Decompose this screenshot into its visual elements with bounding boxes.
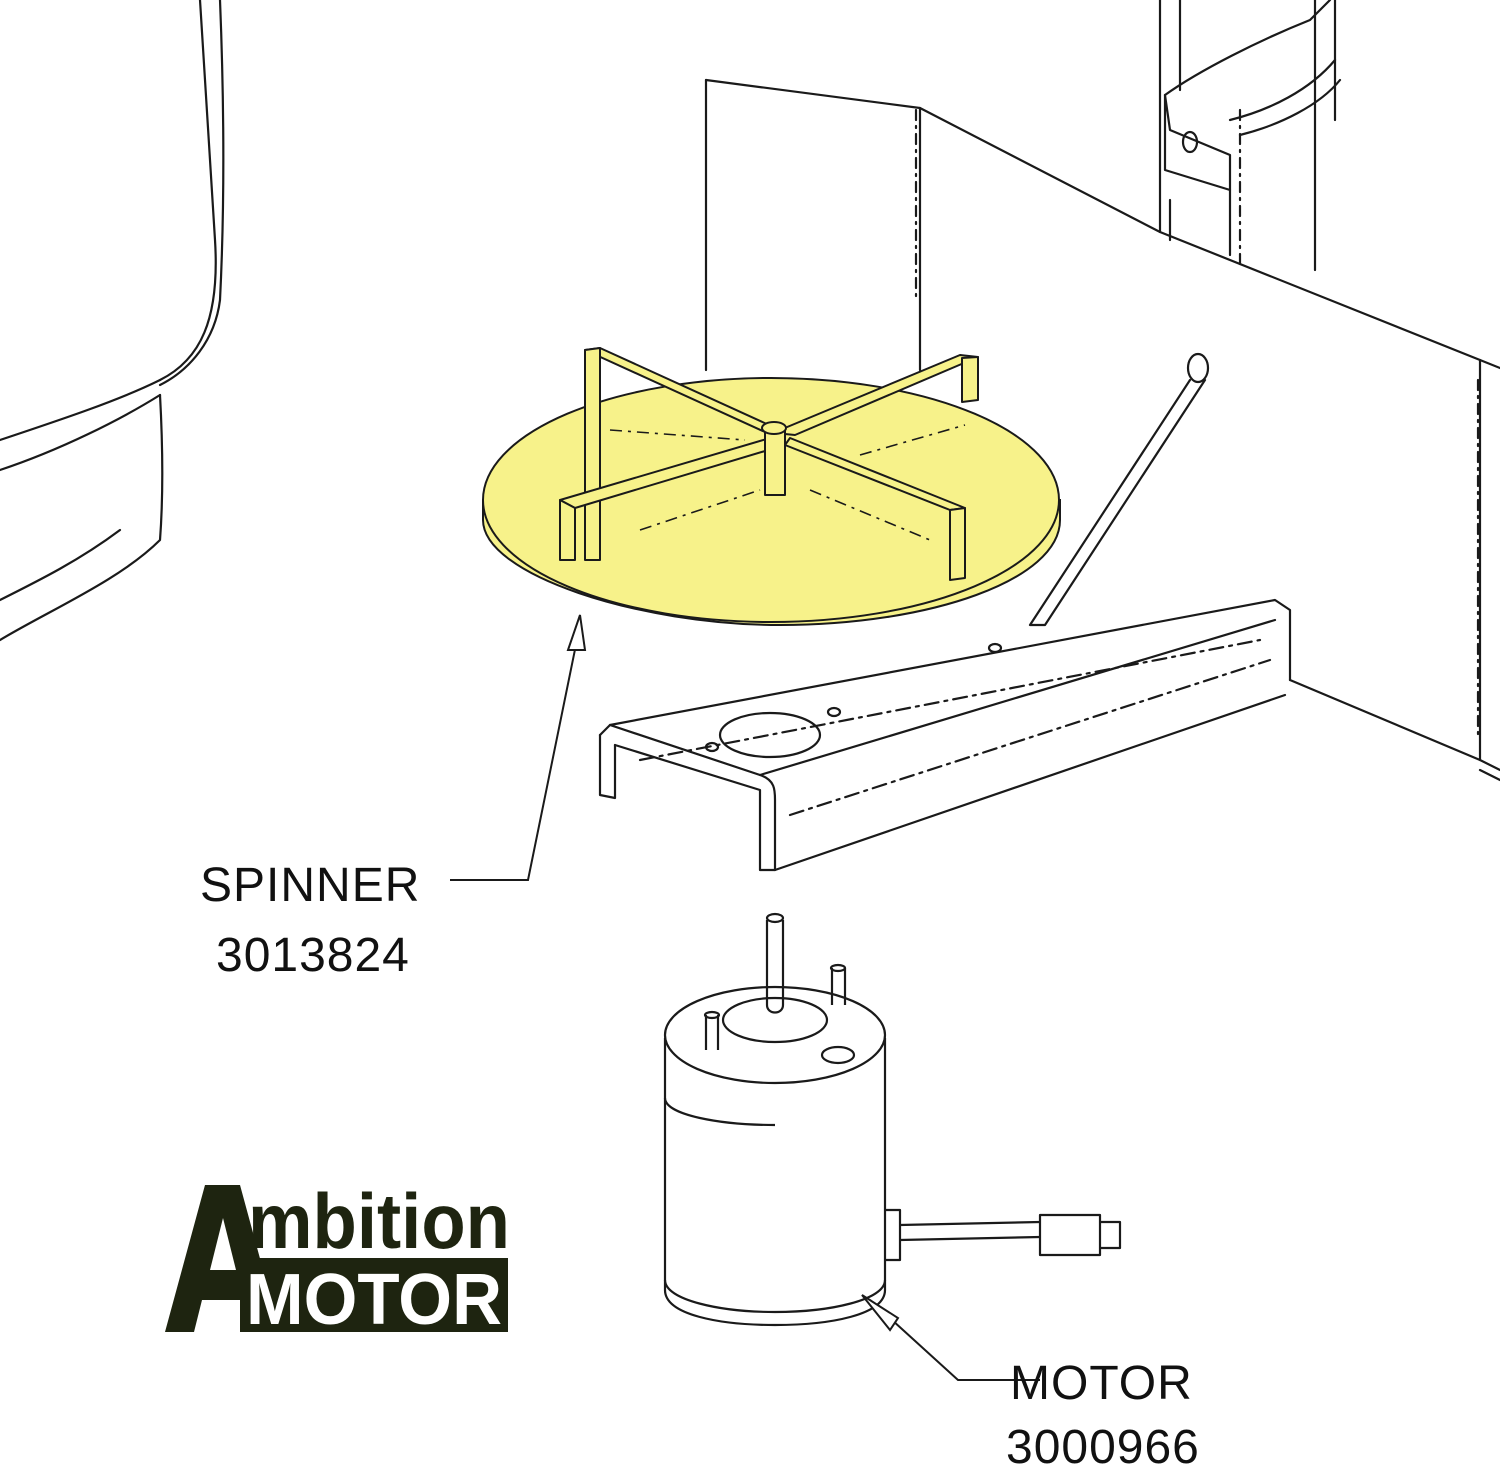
motor-part-number: 3000966	[1006, 1421, 1200, 1474]
spinner-label: SPINNER	[200, 859, 421, 912]
ambition-motor-logo: mbition MOTOR	[165, 1177, 510, 1340]
callout-leaders	[450, 614, 1040, 1381]
back-wall-panel	[704, 0, 1500, 782]
spinner-part-number: 3013824	[216, 929, 410, 982]
svg-text:mbition: mbition	[248, 1177, 510, 1265]
hopper-outline	[0, 0, 225, 642]
motor-mount-channel	[598, 598, 1292, 872]
svg-text:MOTOR: MOTOR	[246, 1260, 502, 1340]
mount-bracket	[1163, 0, 1342, 257]
agitator-rod	[1028, 352, 1210, 627]
motor-part	[663, 912, 1122, 1327]
spinner-part	[482, 347, 1061, 627]
motor-label: MOTOR	[1010, 1357, 1193, 1410]
